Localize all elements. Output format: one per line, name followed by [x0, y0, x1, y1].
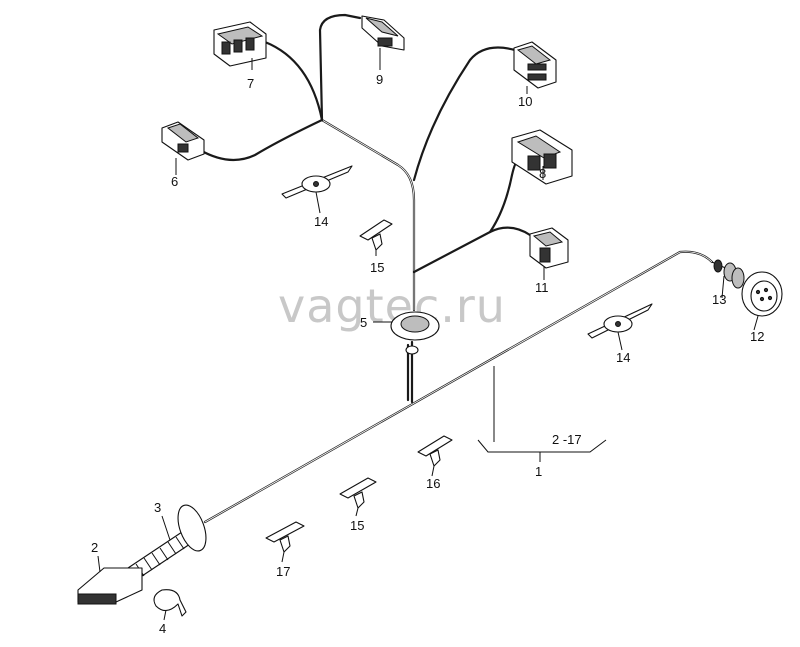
callout-13: 13 — [712, 292, 726, 307]
clip-14-upper — [281, 165, 353, 199]
connector-10 — [513, 41, 557, 89]
clip-15-upper — [359, 219, 393, 251]
callout-17: 17 — [276, 564, 290, 579]
harness-wires — [198, 13, 714, 524]
callout-15-lower: 15 — [350, 518, 364, 533]
leader-lines — [97, 48, 759, 621]
callout-8: 8 — [539, 166, 546, 181]
clip-14-lower — [587, 303, 653, 339]
callout-9: 9 — [376, 72, 383, 87]
clip-16 — [417, 435, 453, 467]
callout-4: 4 — [159, 621, 166, 636]
callout-7: 7 — [247, 76, 254, 91]
callout-2: 2 — [91, 540, 98, 555]
connector-12-13 — [711, 259, 783, 317]
connector-9 — [361, 15, 405, 51]
connector-8 — [511, 129, 573, 185]
callout-labels: 7 9 10 6 8 14 15 11 13 5 12 14 2 -17 1 1… — [91, 72, 764, 636]
callout-10: 10 — [518, 94, 532, 109]
sleeve-3 — [127, 504, 207, 581]
callout-12: 12 — [750, 329, 764, 344]
clip-15-lower — [339, 477, 377, 509]
callout-14-lower: 14 — [616, 350, 630, 365]
connector-11 — [529, 227, 569, 269]
callout-11: 11 — [535, 280, 549, 295]
callout-15-upper: 15 — [370, 260, 384, 275]
callout-14-upper: 14 — [314, 214, 328, 229]
callout-16: 16 — [426, 476, 440, 491]
clip-17 — [265, 521, 305, 553]
callout-1: 1 — [535, 464, 542, 479]
grommet-5 — [390, 311, 440, 355]
callout-5: 5 — [360, 315, 367, 330]
connector-6 — [161, 121, 205, 161]
cable-tie-4 — [153, 589, 187, 617]
connector-7 — [213, 21, 267, 67]
callout-2-17: 2 -17 — [552, 432, 582, 447]
plug-2 — [77, 567, 143, 605]
callout-6: 6 — [171, 174, 178, 189]
callout-3: 3 — [154, 500, 161, 515]
